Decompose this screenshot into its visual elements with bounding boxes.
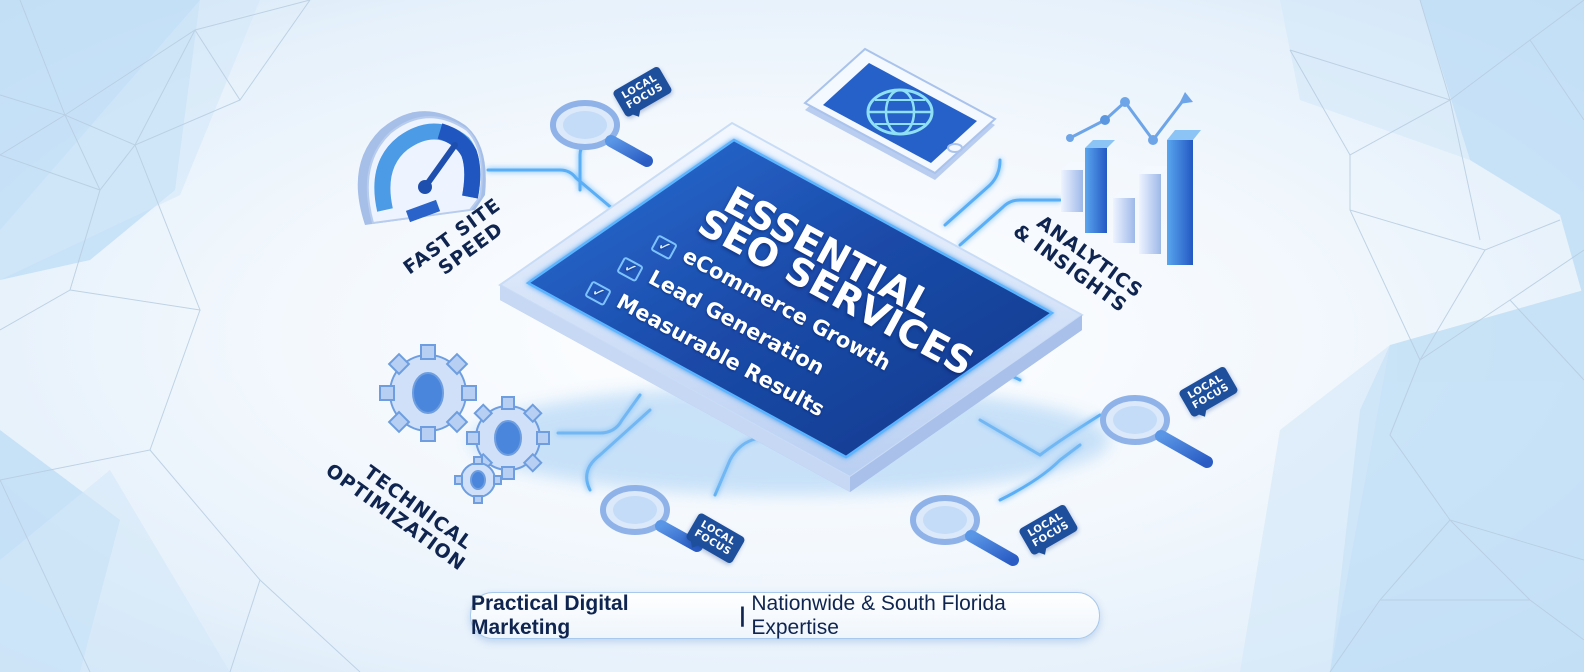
speedometer-icon (357, 111, 486, 225)
magnifier-icon-bottom-left (600, 485, 703, 552)
magnifier-icon-right (1100, 395, 1213, 468)
tagline-strong: Practical Digital Marketing (471, 591, 629, 639)
magnifier-icon-bottom-right (910, 495, 1019, 566)
tagline-rest: Nationwide & South Florida Expertise (751, 591, 1006, 639)
smartphone-globe-icon (803, 47, 997, 180)
tablet (498, 121, 1084, 492)
bar-chart-icon (1061, 92, 1201, 265)
magnifier-icon-top (550, 100, 653, 167)
tagline-separator: | (739, 603, 746, 627)
tagline-pill: Practical Digital Marketing | Nationwide… (470, 592, 1100, 639)
gears-icon (379, 344, 550, 504)
